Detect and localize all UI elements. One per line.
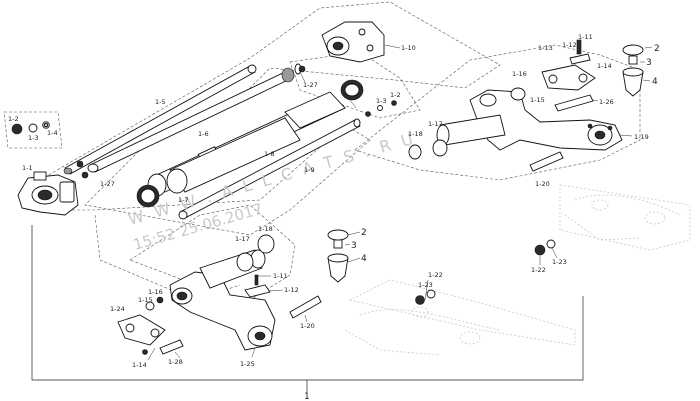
label-1-19: 1-19 xyxy=(634,133,649,141)
label-4-top: 4 xyxy=(652,77,658,87)
axle-assembly-right xyxy=(436,89,623,151)
label-1-10: 1-10 xyxy=(401,44,416,52)
label-1-6: 1-6 xyxy=(198,130,209,138)
label-1-12-lower: 1-12 xyxy=(284,286,299,294)
label-1-4: 1-4 xyxy=(47,129,58,137)
label-1-8: 1-8 xyxy=(264,150,275,158)
label-1-16-top: 1-16 xyxy=(512,70,527,78)
leader-lines xyxy=(147,44,653,361)
small-parts-1-15-1-16-lower xyxy=(142,296,164,355)
ring-seal-top xyxy=(340,79,364,101)
label-1-27-bottom: 1-27 xyxy=(100,180,115,188)
assembly-bracket xyxy=(31,225,584,394)
lever-1-24 xyxy=(117,314,184,355)
pin-1-20-lower xyxy=(289,295,322,319)
label-1-17-lower: 1-17 xyxy=(235,235,250,243)
rod-1-6 xyxy=(76,63,302,179)
label-1-23-right: 1-23 xyxy=(552,258,567,266)
pin-1-20-right xyxy=(529,151,564,172)
label-3-lower: 3 xyxy=(351,241,357,251)
label-1-25: 1-25 xyxy=(240,360,255,368)
mount-2-3-4-lower xyxy=(327,229,349,283)
label-1-3-top: 1-3 xyxy=(376,97,387,105)
label-1-20-right: 1-20 xyxy=(535,180,550,188)
callout-labels: 1-1 1-2 1-3 1-4 1-5 1-6 1-7 1-8 1-9 1-10… xyxy=(8,33,660,401)
sleeve-tube xyxy=(166,117,301,194)
knuckle-left xyxy=(17,171,79,216)
label-1-14-top: 1-14 xyxy=(597,62,612,70)
label-1-13-top: 1-13 xyxy=(538,44,553,52)
nuts-1-22-lower xyxy=(415,289,436,305)
label-1-27-top: 1-27 xyxy=(303,81,318,89)
label-1-23-lower: 1-23 xyxy=(418,281,433,289)
ghost-assembly-bottom xyxy=(344,279,576,356)
label-1-12-top: 1-12 xyxy=(562,41,577,49)
bushings-right xyxy=(408,87,526,160)
label-1-14-lower: 1-14 xyxy=(132,361,147,369)
plate-1-12-lower xyxy=(244,274,271,298)
label-1-20-lower: 1-20 xyxy=(300,322,315,330)
label-1-main: 1 xyxy=(304,392,310,401)
label-1-15-lower: 1-15 xyxy=(138,296,153,304)
ring-seal-left xyxy=(136,184,160,208)
small-nuts-center xyxy=(298,65,397,117)
label-4-lower: 4 xyxy=(361,254,367,264)
rod-1-5 xyxy=(63,64,257,175)
ghost-assembly-right xyxy=(559,184,691,251)
bolt-1-11-top xyxy=(569,39,591,65)
label-1-17-top: 1-17 xyxy=(428,120,443,128)
label-3-top: 3 xyxy=(646,58,652,68)
left-hardware-group xyxy=(3,111,63,149)
bushings-lower xyxy=(236,234,275,272)
label-1-24: 1-24 xyxy=(110,305,125,313)
label-1-11-lower: 1-11 xyxy=(273,272,288,280)
label-1-9: 1-9 xyxy=(304,166,315,174)
label-1-15-top: 1-15 xyxy=(530,96,545,104)
label-1-18-lower: 1-18 xyxy=(258,225,273,233)
label-1-22-lower: 1-22 xyxy=(428,271,443,279)
label-1-16-lower: 1-16 xyxy=(148,288,163,296)
label-1-26: 1-26 xyxy=(599,98,614,106)
label-1-2: 1-2 xyxy=(8,115,19,123)
lever-1-13 xyxy=(541,64,596,112)
label-2-top: 2 xyxy=(654,44,660,54)
bracket-1-10 xyxy=(321,21,385,63)
label-1-18-top: 1-18 xyxy=(408,130,423,138)
label-2-lower: 2 xyxy=(361,228,367,238)
label-1-11-top: 1-11 xyxy=(578,33,593,41)
nuts-1-22-right xyxy=(534,239,556,256)
rod-lower-1-7 xyxy=(178,118,361,220)
label-1-7: 1-7 xyxy=(178,196,189,204)
knuckle-lower xyxy=(169,249,276,351)
label-1-5: 1-5 xyxy=(155,98,166,106)
mount-2-3-4-top xyxy=(622,44,644,97)
label-1-2-top: 1-2 xyxy=(390,91,401,99)
label-1-1: 1-1 xyxy=(22,164,33,172)
label-1-3: 1-3 xyxy=(28,134,39,142)
label-1-22-right: 1-22 xyxy=(531,266,546,274)
label-1-28: 1-28 xyxy=(168,358,183,366)
